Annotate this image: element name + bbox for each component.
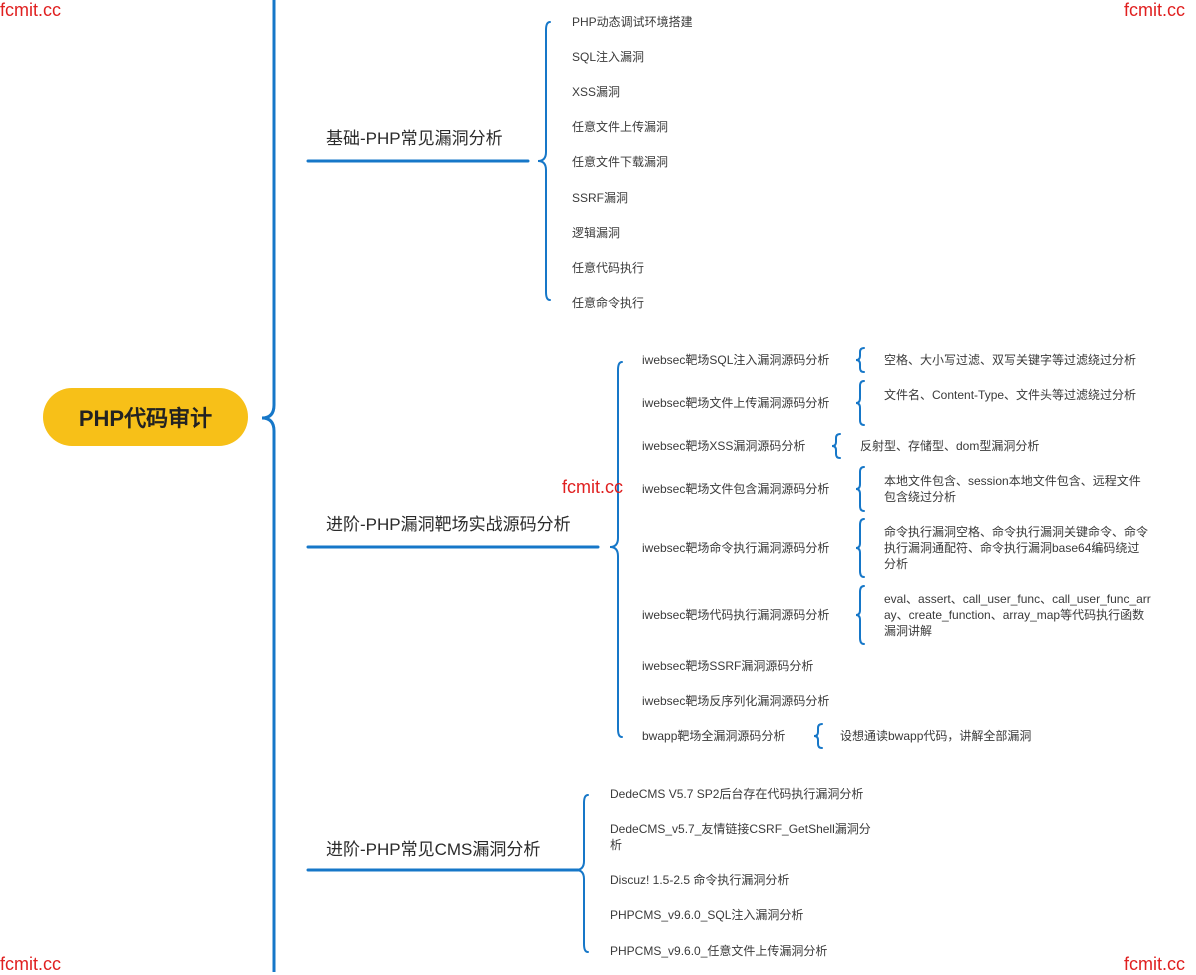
advanced-item-detail: 本地文件包含、session本地文件包含、远程文件包含绕过分析: [884, 474, 1141, 504]
watermark-bottom-left: fcmit.cc: [0, 954, 61, 974]
basic-item[interactable]: 任意代码执行: [572, 261, 645, 275]
cms-item[interactable]: PHPCMS_v9.6.0_SQL注入漏洞分析: [610, 908, 804, 922]
watermark-top-left: fcmit.cc: [0, 0, 61, 20]
watermark-bottom-right: fcmit.cc: [1124, 954, 1185, 974]
sub-brace-3: [831, 433, 841, 459]
advanced-item[interactable]: iwebsec靶场XSS漏洞源码分析: [642, 439, 806, 453]
cms-item[interactable]: DedeCMS_v5.7_友情链接CSRF_GetShell漏洞分析: [610, 822, 871, 852]
basic-item[interactable]: 任意文件下载漏洞: [572, 155, 669, 169]
sub-brace-7: [813, 723, 823, 749]
brace-advanced: [609, 361, 623, 738]
advanced-item-detail: 设想通读bwapp代码，讲解全部漏洞: [840, 729, 1032, 743]
advanced-item-detail: eval、assert、call_user_func、call_user_fun…: [884, 592, 1151, 638]
sub-brace-2: [855, 380, 865, 426]
sub-brace-4: [855, 466, 865, 512]
basic-item[interactable]: XSS漏洞: [572, 85, 621, 99]
branch-cms-label[interactable]: 进阶-PHP常见CMS漏洞分析: [326, 840, 541, 859]
watermark-top-right: fcmit.cc: [1124, 0, 1185, 20]
advanced-item[interactable]: iwebsec靶场SSRF漏洞源码分析: [642, 659, 814, 673]
advanced-item-detail: 文件名、Content-Type、文件头等过滤绕过分析: [884, 388, 1137, 402]
basic-item[interactable]: SQL注入漏洞: [572, 50, 645, 64]
basic-item[interactable]: 任意命令执行: [572, 296, 645, 310]
root-label: PHP代码审计: [78, 406, 213, 431]
sub-brace-1: [855, 347, 865, 373]
brace-basic: [537, 21, 551, 301]
advanced-item-detail: 反射型、存储型、dom型漏洞分析: [860, 439, 1040, 453]
cms-item[interactable]: DedeCMS V5.7 SP2后台存在代码执行漏洞分析: [610, 787, 864, 801]
cms-item[interactable]: PHPCMS_v9.6.0_任意文件上传漏洞分析: [610, 944, 828, 958]
basic-item[interactable]: 任意文件上传漏洞: [572, 120, 669, 134]
cms-item[interactable]: Discuz! 1.5-2.5 命令执行漏洞分析: [610, 873, 790, 887]
trunk-line: [261, 0, 276, 972]
root-node[interactable]: PHP代码审计: [43, 388, 248, 446]
advanced-item[interactable]: iwebsec靶场文件包含漏洞源码分析: [642, 482, 830, 496]
basic-item[interactable]: SSRF漏洞: [572, 191, 629, 205]
branch-basic-label[interactable]: 基础-PHP常见漏洞分析: [326, 129, 503, 148]
advanced-item-detail: 命令执行漏洞空格、命令执行漏洞关键命令、命令执行漏洞通配符、命令执行漏洞base…: [884, 525, 1149, 571]
branch-advanced-label[interactable]: 进阶-PHP漏洞靶场实战源码分析: [326, 515, 571, 534]
sub-brace-5: [855, 518, 865, 578]
advanced-item[interactable]: iwebsec靶场反序列化漏洞源码分析: [642, 694, 830, 708]
advanced-item[interactable]: iwebsec靶场代码执行漏洞源码分析: [642, 608, 830, 622]
advanced-item[interactable]: bwapp靶场全漏洞源码分析: [642, 729, 786, 743]
sub-brace-6: [855, 585, 865, 645]
basic-item[interactable]: PHP动态调试环境搭建: [572, 15, 693, 29]
brace-cms: [575, 794, 589, 953]
basic-item[interactable]: 逻辑漏洞: [572, 226, 621, 240]
advanced-item[interactable]: iwebsec靶场文件上传漏洞源码分析: [642, 396, 830, 410]
advanced-item-detail: 空格、大小写过滤、双写关键字等过滤绕过分析: [884, 353, 1137, 367]
watermark-center: fcmit.cc: [562, 477, 623, 497]
advanced-item[interactable]: iwebsec靶场命令执行漏洞源码分析: [642, 541, 830, 555]
advanced-item[interactable]: iwebsec靶场SQL注入漏洞源码分析: [642, 353, 830, 367]
